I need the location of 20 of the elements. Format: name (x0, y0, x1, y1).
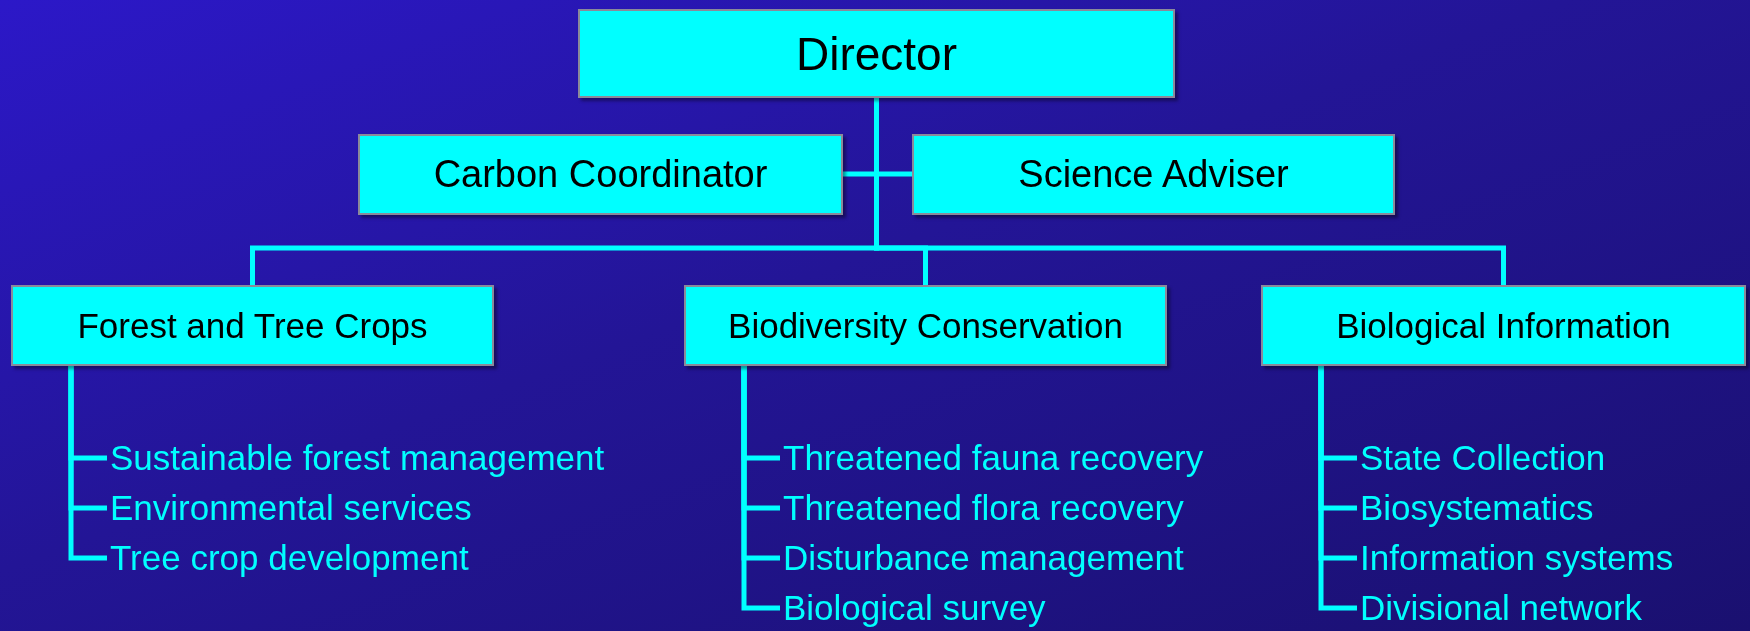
unit-box: Carbon Coordinator (358, 134, 843, 215)
unit-box: Forest and Tree Crops (11, 285, 494, 366)
section-label: Threatened fauna recovery (783, 437, 1204, 479)
unit-box: Science Adviser (912, 134, 1395, 215)
section-label: Threatened flora recovery (783, 487, 1184, 529)
connector-line (741, 366, 780, 611)
unit-box: Biodiversity Conservation (684, 285, 1167, 366)
section-label: Sustainable forest management (110, 437, 605, 479)
unit-box: Biological Information (1261, 285, 1746, 366)
section-label: Disturbance management (783, 537, 1184, 579)
section-label: State Collection (1360, 437, 1606, 479)
section-label: Biosystematics (1360, 487, 1594, 529)
connector-line (1318, 366, 1357, 611)
section-label: Information systems (1360, 537, 1674, 579)
director-box: Director (578, 9, 1175, 98)
connector-line (68, 366, 107, 561)
section-label: Divisional network (1360, 587, 1643, 629)
section-label: Biological survey (783, 587, 1046, 629)
section-label: Environmental services (110, 487, 472, 529)
section-label: Tree crop development (110, 537, 469, 579)
